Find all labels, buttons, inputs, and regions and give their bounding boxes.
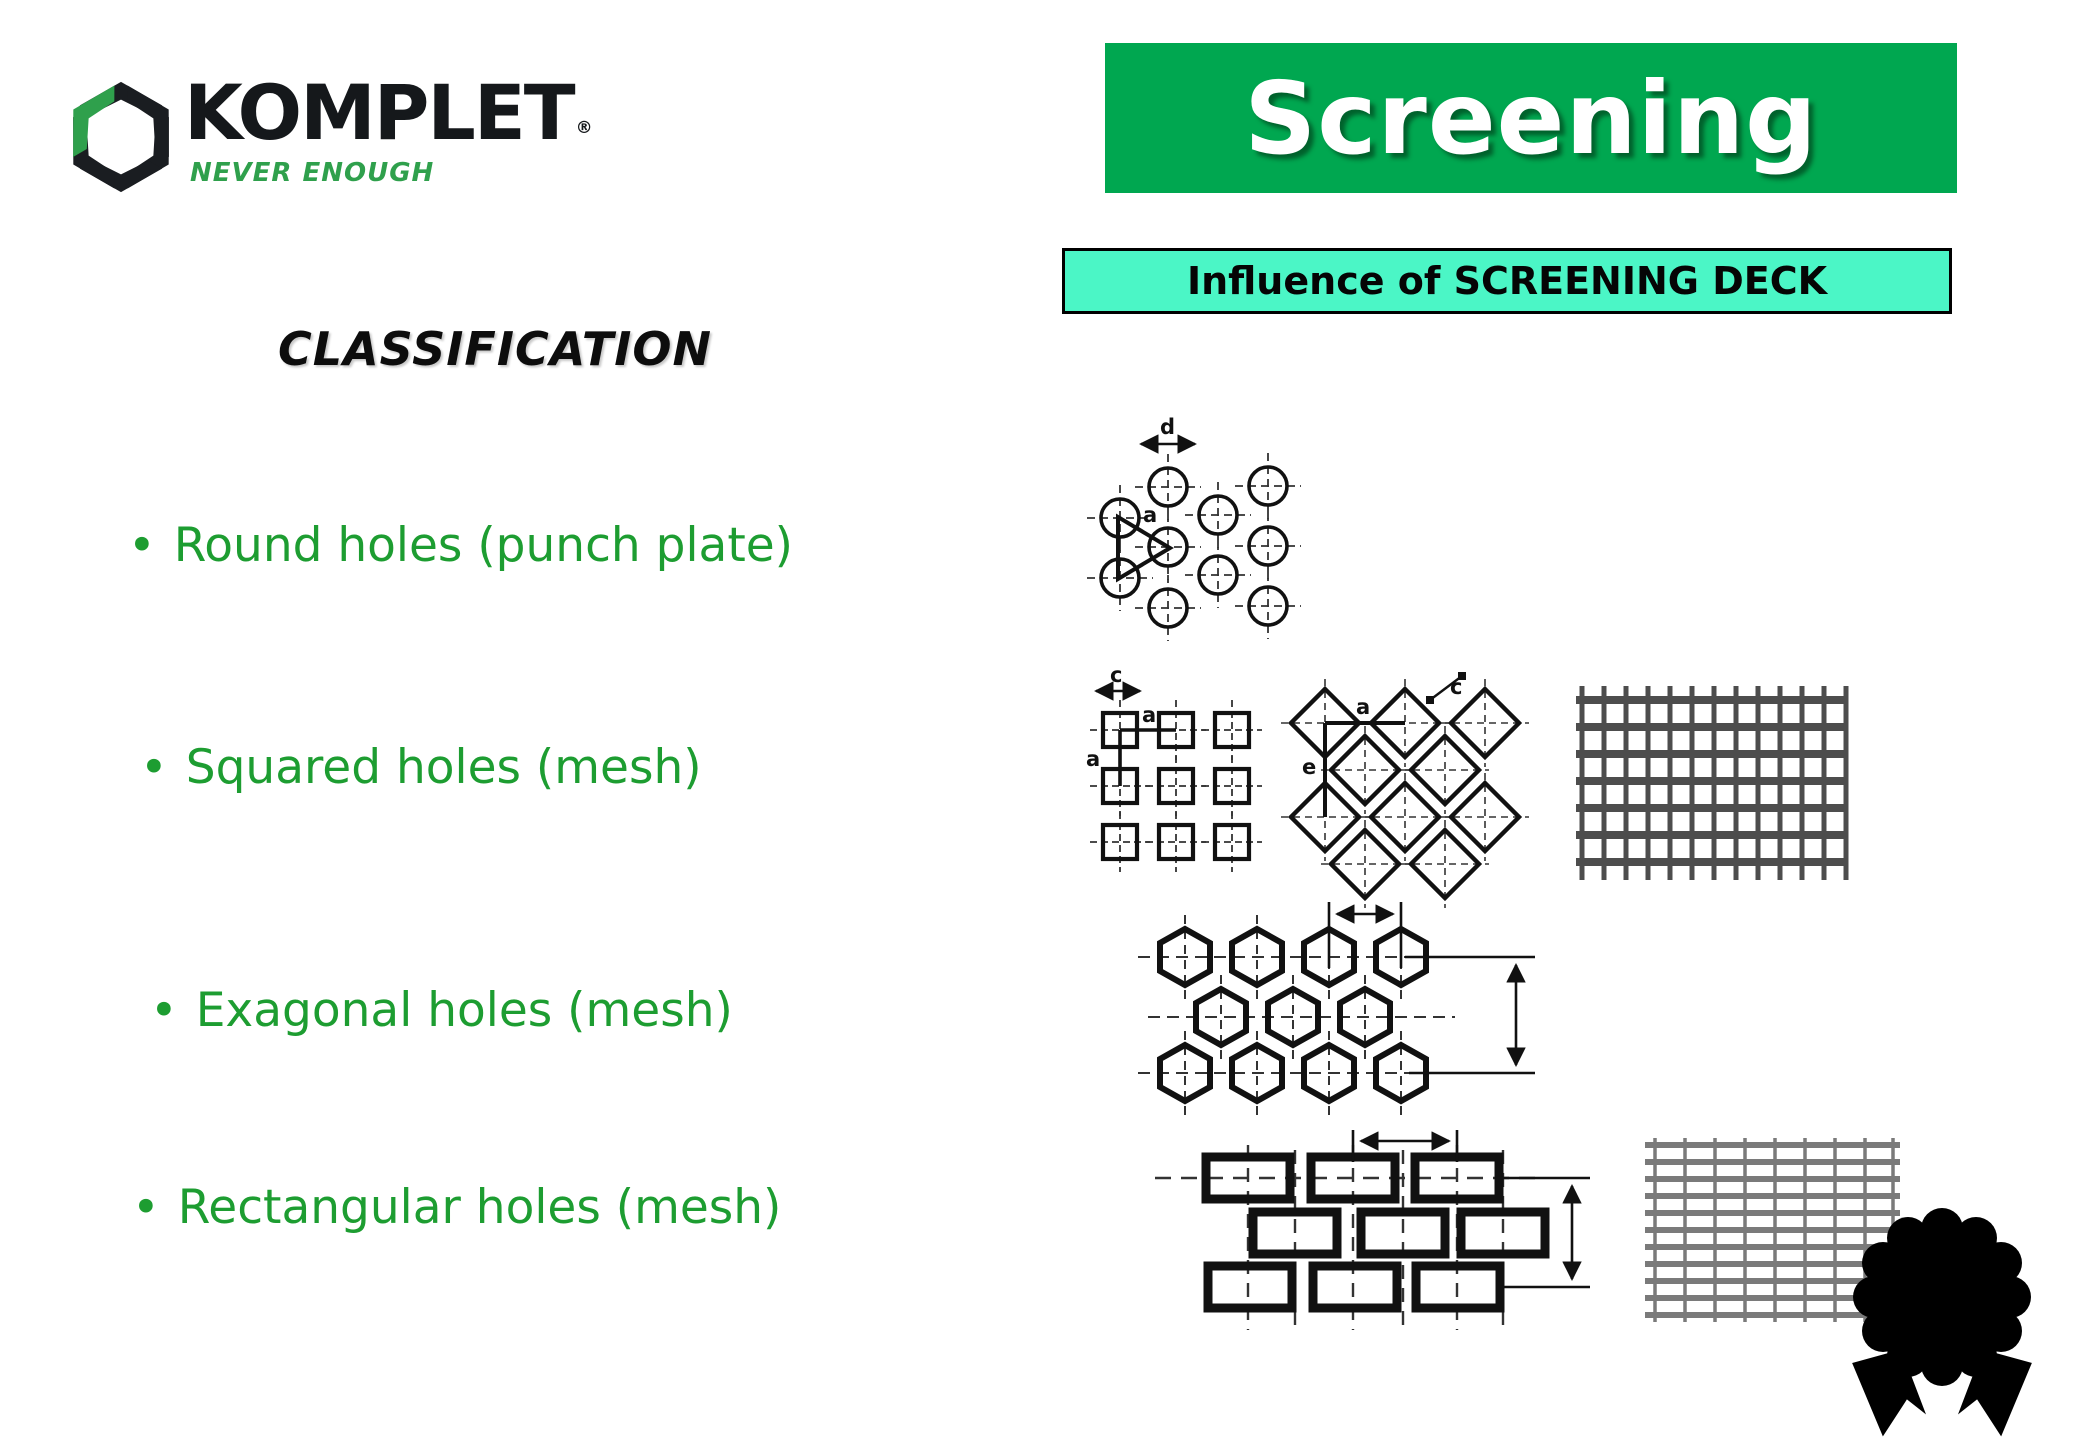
title-banner: Screening (1105, 43, 1957, 193)
bullet-rectangular-holes: • Rectangular holes (mesh) (132, 1180, 781, 1235)
diagram-slotted-mesh (1645, 1138, 1900, 1322)
award-ribbon-icon (1839, 1208, 2045, 1440)
dim-label-a: a (1143, 503, 1157, 527)
komplet-hexagon-icon (73, 81, 169, 193)
komplet-logo: KOMPLET® NEVER ENOUGH (62, 68, 662, 212)
bullet-marker: • (140, 740, 168, 795)
bullet-label: Exagonal holes (mesh) (195, 983, 733, 1038)
bullet-marker: • (150, 983, 178, 1038)
dim-label-e: e (1302, 755, 1316, 779)
bullet-exagonal-holes: • Exagonal holes (mesh) (150, 983, 733, 1038)
diagram-diamond-holes: a c e (1281, 672, 1529, 908)
dim-label-a: a (1356, 695, 1370, 719)
screening-deck-diagrams: d a c a a (1085, 415, 2045, 1440)
logo-brand-text: KOMPLET® (184, 68, 593, 157)
bullet-marker: • (132, 1180, 160, 1235)
subtitle-emphasis: SCREENING DECK (1453, 259, 1828, 303)
classification-heading: CLASSIFICATION (278, 322, 712, 376)
page-title: Screening (1244, 59, 1818, 177)
bullet-label: Round holes (punch plate) (173, 518, 794, 573)
bullet-round-holes: • Round holes (punch plate) (128, 518, 793, 573)
diagram-rectangular-holes (1155, 1130, 1590, 1330)
dim-label-d: d (1160, 415, 1175, 439)
bullet-squared-holes: • Squared holes (mesh) (140, 740, 702, 795)
diagram-round-holes: d a (1085, 415, 1303, 643)
diagram-woven-mesh (1576, 686, 1849, 880)
diagram-hexagonal-holes (1138, 902, 1535, 1115)
dim-label-c: c (1110, 663, 1122, 687)
bullet-marker: • (128, 518, 156, 573)
dim-label-a1: a (1142, 703, 1156, 727)
logo-tagline: NEVER ENOUGH (190, 158, 435, 188)
registered-mark: ® (575, 118, 593, 138)
dim-label-a2: a (1086, 747, 1100, 771)
subtitle-banner: Influence of SCREENING DECK (1062, 248, 1952, 314)
subtitle-prefix: Influence of (1186, 259, 1454, 303)
diagram-squared-holes: c a a (1086, 663, 1262, 872)
dim-label-c: c (1450, 675, 1462, 699)
bullet-label: Squared holes (mesh) (185, 740, 702, 795)
bullet-label: Rectangular holes (mesh) (177, 1180, 782, 1235)
